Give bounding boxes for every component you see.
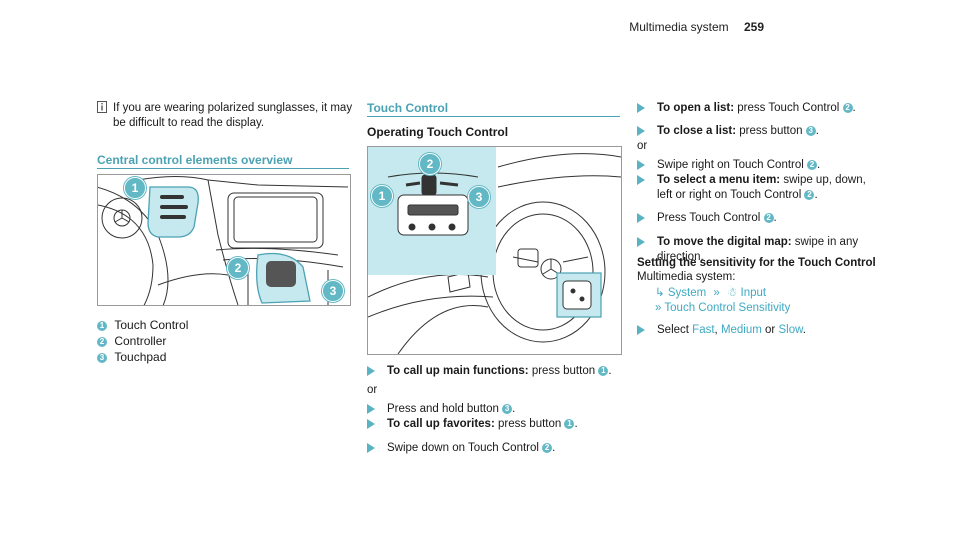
- step-arrow-icon: [637, 325, 645, 335]
- step-bold: To select a menu item:: [657, 174, 781, 186]
- legend-label: Controller: [114, 334, 167, 348]
- legend-label: Touchpad: [114, 350, 167, 364]
- step-arrow-icon: [367, 419, 375, 429]
- legend-number: 3: [97, 352, 107, 363]
- inline-number: 2: [804, 189, 815, 200]
- option-fast: Fast: [692, 324, 715, 336]
- step-arrow-icon: [637, 126, 645, 136]
- note-text: If you are wearing polarized sunglasses,…: [113, 102, 353, 129]
- separator: or: [761, 324, 779, 336]
- callout-1: 1: [124, 177, 146, 199]
- step-arrow-icon: [637, 213, 645, 223]
- step-item: Press Touch Control 2.: [637, 211, 777, 226]
- legend-number: 2: [97, 336, 107, 347]
- step-text: press button: [494, 418, 565, 430]
- sensitivity-heading: Setting the sensitivity for the Touch Co…: [637, 257, 876, 269]
- step-text: Swipe right on Touch Control: [657, 159, 808, 171]
- callout-1: 1: [371, 185, 393, 207]
- step-bold: To close a list:: [657, 125, 737, 137]
- page-number: 259: [743, 20, 764, 34]
- step-item: To call up main functions: press button …: [367, 364, 612, 379]
- or-text: or: [637, 140, 648, 152]
- subheading: Operating Touch Control: [367, 125, 509, 139]
- note: If you are wearing polarized sunglasses,…: [97, 101, 357, 131]
- step-text: Press Touch Control: [657, 212, 764, 224]
- step-item: To select a menu item: swipe up, down, l…: [637, 173, 877, 203]
- right-column: To open a list: press Touch Control 2. T…: [637, 101, 882, 361]
- step-bold: To call up main functions:: [387, 365, 529, 377]
- step-bold: To open a list:: [657, 102, 735, 114]
- callout-2: 2: [419, 153, 441, 175]
- step-text: swipe in any direction.: [657, 236, 859, 263]
- step-arrow-icon: [637, 237, 645, 247]
- step-item: To call up favorites: press button 1.: [367, 417, 578, 432]
- page-header: Multimedia system 259: [629, 20, 764, 34]
- touch-hand-icon: ☃: [727, 287, 738, 299]
- inline-number: 2: [542, 442, 553, 453]
- or-text: or: [367, 384, 378, 396]
- step-arrow-icon: [637, 160, 645, 170]
- legend-item: 3 Touchpad: [97, 350, 188, 366]
- touch-control-illustration: 2 1 3: [367, 146, 622, 355]
- path-system: System: [667, 287, 707, 299]
- step-arrow-icon: [367, 443, 375, 453]
- double-chevron-icon: »: [713, 287, 720, 299]
- inline-number: 2: [763, 212, 774, 223]
- step-arrow-icon: [637, 103, 645, 113]
- section-heading-touch: Touch Control: [367, 101, 449, 115]
- legend-list: 1 Touch Control 2 Controller 3 Touchpad: [97, 318, 188, 366]
- step-text: Press and hold button: [387, 403, 503, 415]
- path-sensitivity: Touch Control Sensitivity: [664, 302, 791, 314]
- step-text: press button: [528, 365, 599, 377]
- inline-number: 2: [807, 159, 818, 170]
- step-arrow-icon: [367, 366, 375, 376]
- period: .: [802, 324, 806, 336]
- legend-item: 2 Controller: [97, 334, 188, 350]
- separator: ,: [714, 324, 721, 336]
- steering-wheel-drawing: [368, 147, 621, 354]
- path-input: Input: [740, 287, 767, 299]
- step-item: To close a list: press button 3.: [637, 124, 819, 139]
- section-rule: [97, 168, 349, 169]
- inline-number: 3: [502, 403, 513, 414]
- inline-number: 1: [598, 365, 609, 376]
- step-text: Select: [657, 324, 693, 336]
- return-arrow-icon: ↳: [655, 287, 665, 299]
- section-heading-central: Central control elements overview: [97, 153, 293, 167]
- inline-number: 3: [805, 125, 816, 136]
- step-text: Swipe down on Touch Control: [387, 442, 543, 454]
- sensitivity-subheading: Multimedia system:: [637, 271, 736, 283]
- central-controls-illustration: 1 2 3: [97, 174, 351, 306]
- callout-3: 3: [468, 186, 490, 208]
- legend-label: Touch Control: [114, 318, 189, 332]
- step-text: swipe up, down, left or right on Touch C…: [657, 174, 866, 201]
- info-icon: [97, 101, 107, 113]
- step-text: press button: [736, 125, 806, 137]
- menu-path-line2: » Touch Control Sensitivity: [655, 301, 790, 316]
- header-title: Multimedia system: [629, 20, 729, 34]
- step-item: Press and hold button 3.: [367, 402, 515, 417]
- step-item: To open a list: press Touch Control 2.: [637, 101, 856, 116]
- step-item: To move the digital map: swipe in any di…: [637, 235, 877, 265]
- menu-path: ↳ System » ☃ Input: [655, 286, 882, 301]
- callout-3: 3: [322, 280, 344, 302]
- inline-number: 2: [842, 102, 853, 113]
- legend-number: 1: [97, 320, 107, 331]
- step-arrow-icon: [367, 404, 375, 414]
- inline-number: 1: [564, 418, 575, 429]
- step-item: Swipe down on Touch Control 2.: [367, 441, 555, 456]
- step-bold: To call up favorites:: [387, 418, 495, 430]
- double-chevron-icon: »: [655, 302, 662, 314]
- callout-2: 2: [227, 257, 249, 279]
- option-slow: Slow: [778, 324, 803, 336]
- step-text: press Touch Control: [734, 102, 843, 114]
- step-arrow-icon: [637, 175, 645, 185]
- legend-item: 1 Touch Control: [97, 318, 188, 334]
- section-rule: [367, 116, 620, 117]
- middle-steps: To call up main functions: press button …: [367, 364, 620, 464]
- option-medium: Medium: [720, 324, 762, 336]
- step-item: Swipe right on Touch Control 2.: [637, 158, 820, 173]
- step-bold: To move the digital map:: [657, 236, 792, 248]
- step-item: Select Fast, Medium or Slow.: [637, 323, 806, 338]
